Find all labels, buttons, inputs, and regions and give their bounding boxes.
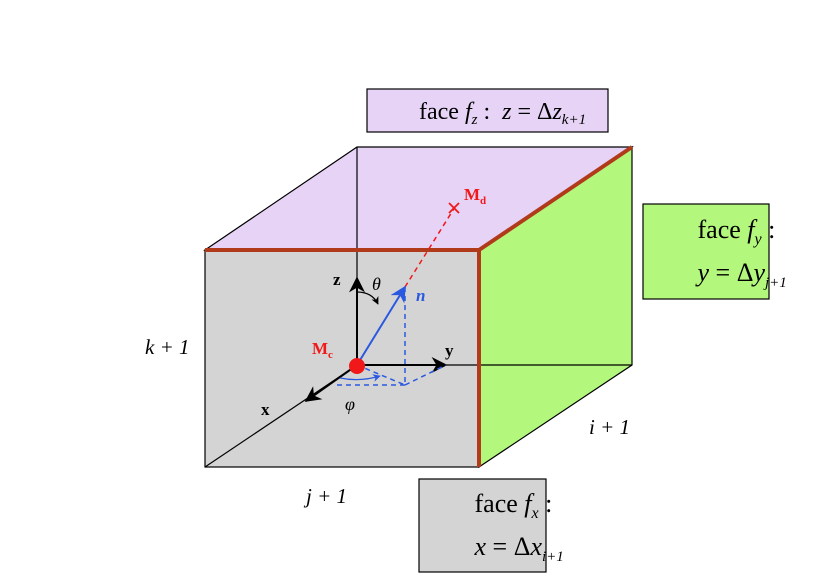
i-plus-1-label: i + 1 [589, 415, 630, 439]
axis-x [304, 364, 358, 402]
edge-highlight-top-right [477, 145, 634, 252]
phi-arc [339, 374, 381, 382]
front-face [204, 249, 480, 468]
theta-label: θ [372, 274, 381, 294]
svg-text:face fx :: face fx : [429, 489, 585, 522]
n-label: n [416, 286, 425, 305]
svg-text:x = Δxi+1: x = Δxi+1 [429, 532, 596, 567]
Mc-label: Mc [312, 339, 333, 361]
ray-to-Md [404, 206, 456, 288]
filled-circle-icon [349, 358, 365, 374]
svg-text:face fz : z = Δzk+1: face fz : z = Δzk+1 [377, 99, 616, 130]
x-cross-icon [448, 202, 460, 214]
svg-text:y = Δyj+1: y = Δyj+1 [652, 258, 819, 293]
axis-y-label: y [445, 341, 454, 360]
Md-label: Md [464, 185, 486, 207]
phi-label: φ [345, 394, 355, 414]
face-fx-label-box: face fx : x = Δxi+1 [418, 478, 596, 573]
axis-z-label: z [333, 270, 341, 289]
face-fz-label-box: face fz : z = Δzk+1 [366, 88, 616, 133]
svg-text:face fy :: face fy : [652, 215, 808, 248]
k-plus-1-label: k + 1 [145, 335, 190, 359]
axis-x-label: x [261, 400, 270, 419]
theta-arc [356, 291, 379, 305]
vector-n [356, 285, 406, 366]
face-fy-label-box: face fy : y = Δyj+1 [642, 203, 819, 300]
projection-to-y [404, 364, 447, 386]
j-plus-1-label: j + 1 [303, 484, 347, 508]
